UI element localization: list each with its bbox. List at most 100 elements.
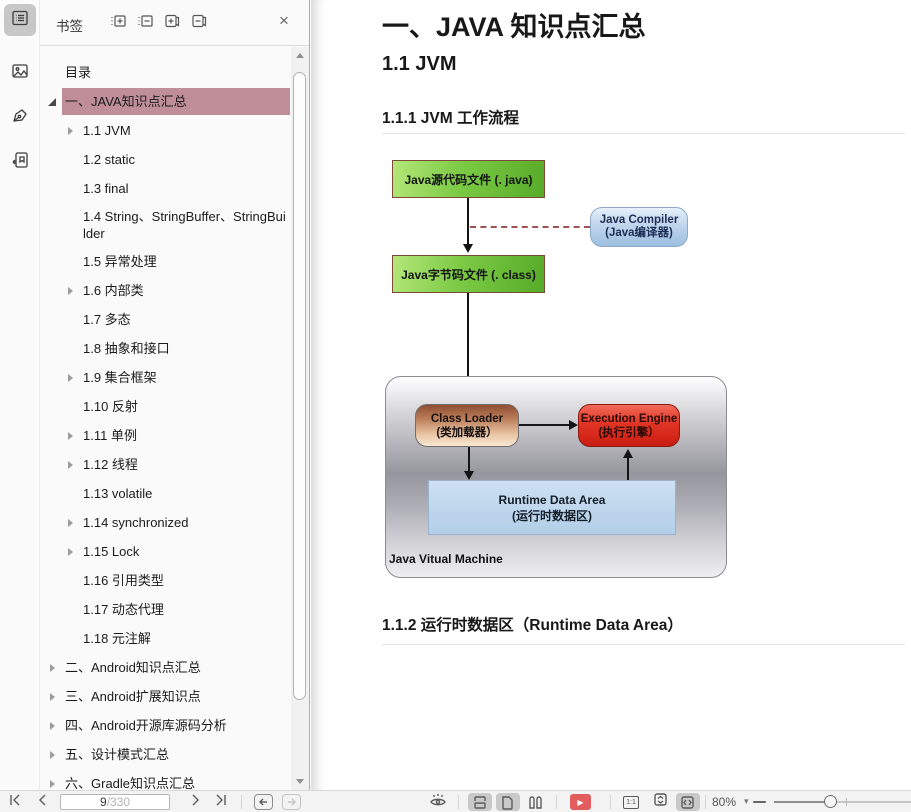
expand-arrow-icon[interactable] [64,313,78,327]
chevron-down-icon[interactable]: ▾ [744,796,749,806]
expand-arrow-icon[interactable] [46,66,60,80]
bookmark-item[interactable]: 1.18 元注解 [40,624,292,653]
bookmark-item[interactable]: 1.7 多态 [40,305,292,334]
expand-arrow-icon[interactable] [46,690,60,704]
expand-arrow-icon[interactable] [64,632,78,646]
bookmark-item[interactable]: 1.2 static [40,145,292,174]
chevron-left-icon [36,793,50,812]
expand-arrow-icon[interactable] [64,574,78,588]
expand-arrow-icon[interactable] [64,284,78,298]
expand-arrow-icon[interactable] [64,516,78,530]
bookmarks-panel-button[interactable] [4,4,36,36]
fit-width-icon [675,793,700,811]
bookmark-item[interactable]: 1.11 单例 [40,421,292,450]
bookmark-item[interactable]: 1.4 String、StringBuffer、StringBuilder [40,203,292,247]
bookmark-label: 1.17 动态代理 [83,602,164,617]
page-number-input[interactable]: 9/330 [60,794,170,810]
bookmark-item[interactable]: 一、JAVA知识点汇总 [40,87,292,116]
expand-arrow-icon[interactable] [64,429,78,443]
expand-arrow-icon[interactable] [64,545,78,559]
slider-knob[interactable] [824,795,837,808]
bookmark-item[interactable]: 1.8 抽象和接口 [40,334,292,363]
fit-width-button[interactable] [674,791,701,812]
attachments-panel-button[interactable] [4,146,36,178]
thumbnails-panel-button[interactable] [4,57,36,89]
add-bookmark-button[interactable] [162,13,182,33]
last-page-button[interactable] [212,791,230,812]
bookmark-item[interactable]: 1.15 Lock [40,537,292,566]
bookmark-item[interactable]: 二、Android知识点汇总 [40,653,292,682]
expand-arrow-icon[interactable] [46,719,60,733]
close-panel-button[interactable]: × [272,9,296,33]
bookmark-label: 1.4 String、StringBuffer、StringBuilder [83,209,286,241]
diagram-label: Java源代码文件 (. java) [404,172,533,187]
presentation-play-button[interactable]: ▶ [570,794,591,810]
scroll-down-icon[interactable] [296,779,304,784]
expand-arrow-icon[interactable] [64,603,78,617]
scrollbar-thumb[interactable] [293,72,306,700]
expand-arrow-icon[interactable] [46,95,60,109]
next-page-button[interactable] [186,791,204,812]
bookmark-item[interactable]: 四、Android开源库源码分析 [40,711,292,740]
continuous-scroll-button[interactable] [466,791,493,812]
reading-mode-button[interactable] [426,791,450,812]
expand-arrow-icon[interactable] [64,124,78,138]
total-pages: /330 [106,795,131,809]
bookmark-item[interactable]: 1.13 volatile [40,479,292,508]
diagram-vm-label: Java Vitual Machine [389,552,503,566]
next-view-button[interactable] [279,791,303,812]
subsection-heading-2: 1.1.2 运行时数据区（Runtime Data Area） [382,617,683,634]
bookmark-item[interactable]: 目录 [40,58,292,87]
play-icon: ▶ [577,797,584,807]
pen-icon [10,106,30,131]
bookmark-item[interactable]: 1.9 集合框架 [40,363,292,392]
single-page-button[interactable] [494,791,521,812]
bookmark-item[interactable]: 1.3 final [40,174,292,203]
bookmark-item[interactable]: 五、设计模式汇总 [40,740,292,769]
delete-bookmark-button[interactable] [189,13,209,33]
first-page-button[interactable] [6,791,24,812]
zoom-level-value[interactable]: 80% [712,795,737,809]
expand-arrow-icon[interactable] [64,400,78,414]
bookmarks-list-icon [10,8,30,33]
bookmark-item[interactable]: 1.1 JVM [40,116,292,145]
expand-all-button[interactable] [108,13,128,33]
bookmark-item[interactable]: 1.5 异常处理 [40,247,292,276]
diagram-label: Java字节码文件 (. class) [401,267,536,282]
expand-arrow-icon[interactable] [46,748,60,762]
fit-page-button[interactable] [647,791,673,812]
actual-size-icon: 1:1 [623,795,639,809]
bookmark-item[interactable]: 六、Gradle知识点汇总 [40,769,292,790]
bookmark-item[interactable]: 1.12 线程 [40,450,292,479]
zoom-out-button[interactable] [753,801,766,803]
bookmark-label: 1.1 JVM [83,123,131,138]
expand-arrow-icon[interactable] [64,458,78,472]
current-page: 9 [99,795,107,809]
expand-arrow-icon[interactable] [64,255,78,269]
expand-arrow-icon[interactable] [64,182,78,196]
expand-arrow-icon[interactable] [64,371,78,385]
previous-view-button[interactable] [251,791,275,812]
diagram-label: Runtime Data Area [498,492,606,507]
scroll-up-icon[interactable] [296,53,304,58]
bookmark-item[interactable]: 1.10 反射 [40,392,292,421]
bookmark-item[interactable]: 1.6 内部类 [40,276,292,305]
sidebar-scrollbar[interactable] [291,47,309,790]
bookmark-item[interactable]: 1.16 引用类型 [40,566,292,595]
bookmark-item[interactable]: 1.14 synchronized [40,508,292,537]
expand-arrow-icon[interactable] [64,342,78,356]
bookmark-item[interactable]: 三、Android扩展知识点 [40,682,292,711]
collapse-all-button[interactable] [135,13,155,33]
bookmark-tree: 目录 一、JAVA知识点汇总 1.1 JVM 1.2 static 1.3 fi… [40,58,292,790]
expand-arrow-icon[interactable] [46,661,60,675]
zoom-slider[interactable] [774,791,911,812]
previous-page-button[interactable] [34,791,52,812]
expand-arrow-icon[interactable] [64,153,78,167]
actual-size-button[interactable]: 1:1 [618,791,644,812]
bookmark-item[interactable]: 1.17 动态代理 [40,595,292,624]
annotations-panel-button[interactable] [4,102,36,134]
expand-arrow-icon[interactable] [64,218,78,232]
facing-pages-button[interactable] [522,791,549,812]
expand-arrow-icon[interactable] [64,487,78,501]
expand-arrow-icon[interactable] [46,777,60,791]
